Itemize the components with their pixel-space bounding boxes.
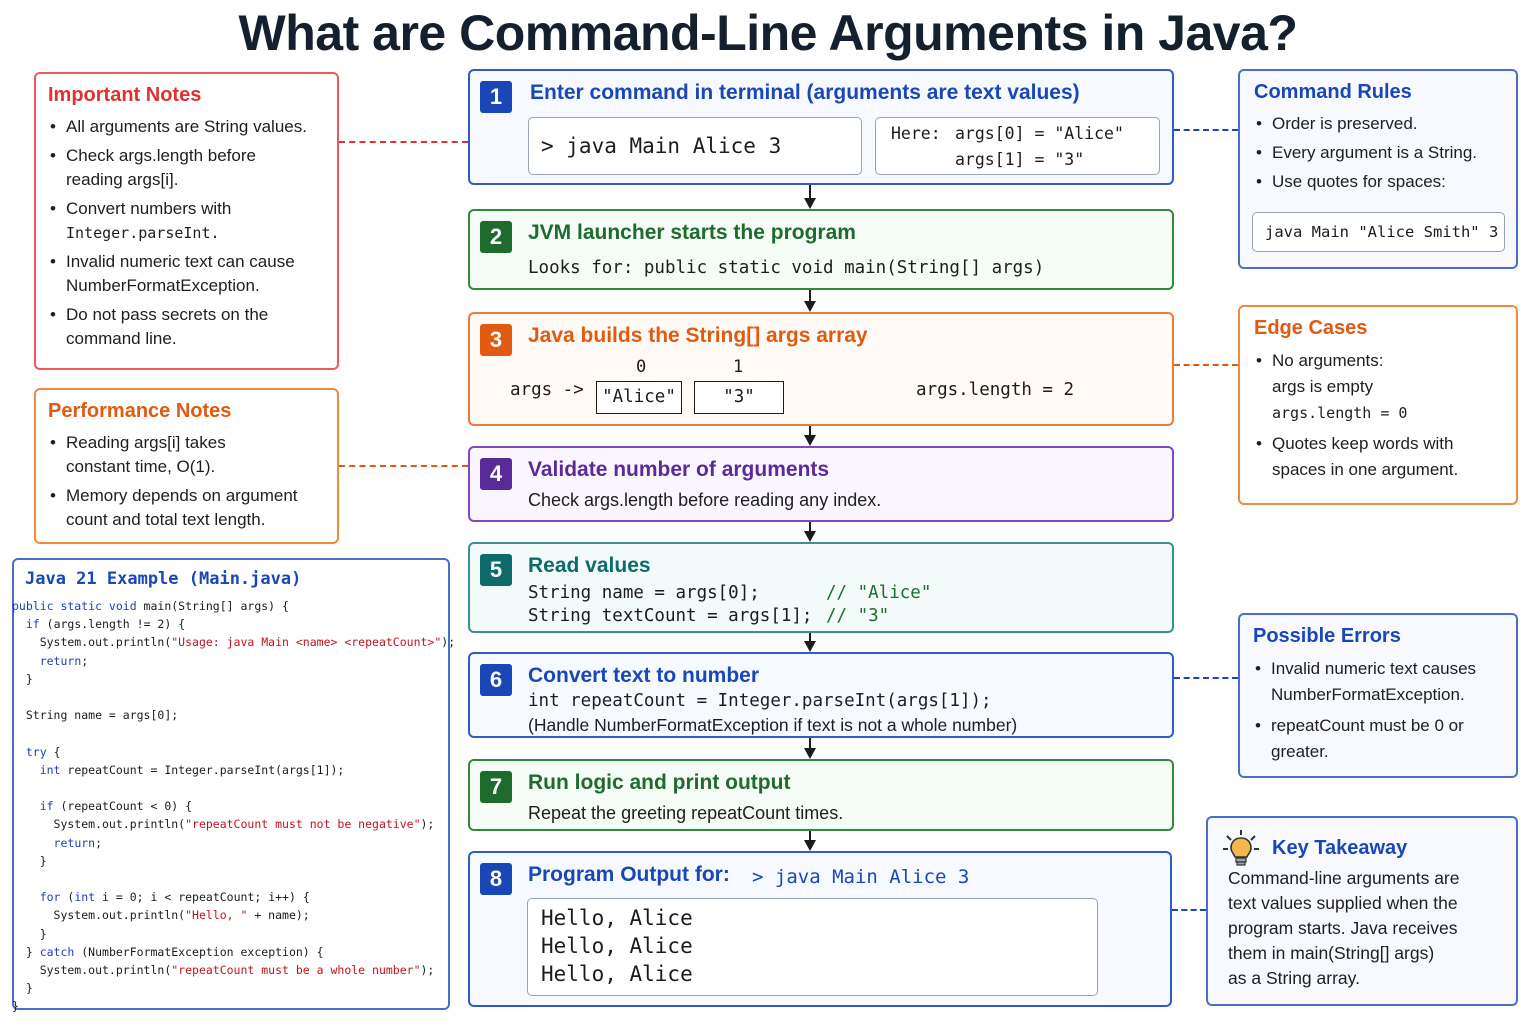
step-4-detail: Check args.length before reading any ind…: [528, 490, 882, 510]
step-7-badge: 7: [480, 771, 512, 803]
lightbulb-icon: [1223, 830, 1259, 866]
read-name-comment: // "Alice": [826, 583, 932, 603]
step-8-box: 8 Program Output for: > java Main Alice …: [468, 851, 1172, 1007]
command-rules-title: Command Rules: [1254, 81, 1412, 103]
command-rule-item: Every argument is a String.: [1254, 141, 1502, 165]
command-rule-item: Order is preserved.: [1254, 112, 1502, 136]
edge-cases-panel: Edge Cases No arguments:args is emptyarg…: [1238, 305, 1518, 505]
step-5-title: Read values: [528, 554, 651, 577]
step-2-detail: Looks for: public static void main(Strin…: [528, 258, 1045, 278]
key-takeaway-panel: Key Takeaway Command-line arguments are …: [1206, 816, 1518, 1006]
connector-key-takeaway: [1172, 909, 1206, 911]
connector-command-rules: [1174, 129, 1238, 131]
array-cell-1: "3": [694, 381, 784, 414]
important-notes-panel: Important Notes All arguments are String…: [34, 72, 339, 370]
flow-arrow: [804, 633, 816, 652]
flow-arrow: [804, 426, 816, 446]
java-example-title: Java 21 Example (Main.java): [25, 569, 302, 589]
step-3-box: 3 Java builds the String[] args array ar…: [468, 312, 1174, 426]
step-8-command: > java Main Alice 3: [752, 866, 970, 888]
quoted-command-text: java Main "Alice Smith" 3: [1265, 223, 1499, 241]
terminal-command-box: > java Main Alice 3: [528, 117, 862, 175]
key-takeaway-title: Key Takeaway: [1272, 837, 1408, 859]
possible-error-item: Invalid numeric text causesNumberFormatE…: [1253, 656, 1503, 708]
performance-notes-panel: Performance Notes Reading args[i] takesc…: [34, 388, 339, 544]
possible-errors-panel: Possible Errors Invalid numeric text cau…: [1238, 613, 1518, 778]
step-1-box: 1 Enter command in terminal (arguments a…: [468, 69, 1174, 185]
step-1-title: Enter command in terminal (arguments are…: [530, 81, 1080, 104]
array-index-0: 0: [636, 357, 647, 377]
args-1-value: args[1] = "3": [955, 150, 1085, 169]
command-rules-panel: Command Rules Order is preserved. Every …: [1238, 69, 1518, 269]
edge-cases-title: Edge Cases: [1254, 317, 1368, 339]
step-6-title: Convert text to number: [528, 664, 760, 687]
read-count-comment: // "3": [826, 606, 890, 626]
performance-notes-title: Performance Notes: [48, 400, 232, 422]
output-line: Hello, Alice: [541, 906, 693, 930]
args-length-label: args.length = 2: [916, 380, 1075, 400]
array-cell-0: "Alice": [596, 381, 682, 414]
step-8-badge: 8: [480, 863, 512, 895]
flow-arrow: [804, 185, 816, 209]
step-7-title: Run logic and print output: [528, 771, 791, 794]
array-index-1: 1: [733, 357, 744, 377]
step-3-title: Java builds the String[] args array: [528, 324, 868, 347]
args-arrow-label: args ->: [510, 380, 584, 400]
step-2-badge: 2: [480, 221, 512, 253]
java-code-block: public static void main(String[] args) {…: [12, 599, 456, 1014]
important-note-item: Invalid numeric text can causeNumberForm…: [48, 250, 325, 298]
args-0-value: args[0] = "Alice": [955, 124, 1124, 143]
step-7-box: 7 Run logic and print output Repeat the …: [468, 759, 1174, 831]
step-6-note: (Handle NumberFormatException if text is…: [528, 715, 1018, 735]
args-explanation-box: Here: args[0] = "Alice" args[1] = "3": [875, 117, 1160, 175]
step-5-box: 5 Read values String name = args[0]; // …: [468, 542, 1174, 633]
possible-errors-title: Possible Errors: [1253, 625, 1401, 647]
step-6-box: 6 Convert text to number int repeatCount…: [468, 652, 1174, 738]
step-2-title: JVM launcher starts the program: [528, 221, 856, 244]
step-3-badge: 3: [480, 324, 512, 356]
connector-edge-cases: [1174, 364, 1238, 366]
step-8-title: Program Output for:: [528, 863, 730, 886]
step-4-title: Validate number of arguments: [528, 458, 830, 481]
flow-arrow: [804, 522, 816, 542]
output-line: Hello, Alice: [541, 962, 693, 986]
step-2-box: 2 JVM launcher starts the program Looks …: [468, 209, 1174, 290]
read-name-code: String name = args[0];: [528, 583, 760, 603]
important-notes-title: Important Notes: [48, 84, 202, 106]
connector-performance-notes: [339, 465, 468, 467]
step-6-badge: 6: [480, 664, 512, 696]
connector-possible-errors: [1174, 677, 1238, 679]
important-note-item: All arguments are String values.: [48, 115, 325, 139]
here-label: Here:: [891, 124, 941, 143]
read-count-code: String textCount = args[1];: [528, 606, 813, 626]
flow-arrow: [804, 738, 816, 759]
key-takeaway-text: Command-line arguments are text values s…: [1228, 868, 1460, 988]
quoted-command-example: java Main "Alice Smith" 3: [1252, 212, 1505, 252]
command-rule-item: Use quotes for spaces:: [1254, 170, 1502, 194]
terminal-command: > java Main Alice 3: [541, 134, 782, 158]
connector-important-notes: [339, 141, 468, 143]
output-line: Hello, Alice: [541, 934, 693, 958]
flow-arrow: [804, 831, 816, 851]
step-1-badge: 1: [480, 81, 512, 113]
step-7-detail: Repeat the greeting repeatCount times.: [528, 803, 844, 823]
program-output-box: Hello, Alice Hello, Alice Hello, Alice: [527, 898, 1098, 996]
java-example-panel: Java 21 Example (Main.java): [12, 558, 450, 1010]
step-4-badge: 4: [480, 458, 512, 490]
step-6-code: int repeatCount = Integer.parseInt(args[…: [528, 691, 992, 711]
step-5-badge: 5: [480, 554, 512, 586]
flow-arrow: [804, 290, 816, 312]
page-title: What are Command-Line Arguments in Java?: [238, 5, 1298, 61]
step-4-box: 4 Validate number of arguments Check arg…: [468, 446, 1174, 522]
